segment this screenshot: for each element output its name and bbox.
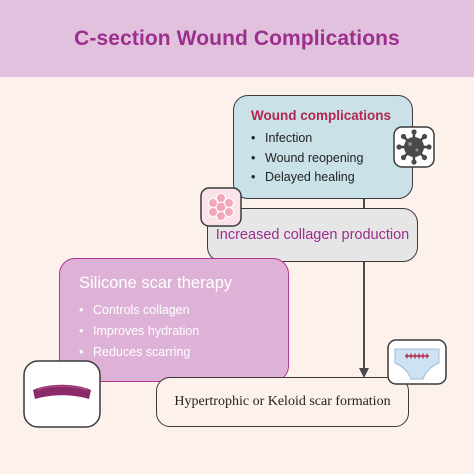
collagen-label: Increased collagen production [215,227,410,243]
list-item: Infection [251,129,412,149]
wound-complications-list: Infection Wound reopening Delayed healin… [251,129,412,188]
silicone-therapy-list: Controls collagen Improves hydration Red… [79,300,288,363]
silicone-therapy-title: Silicone scar therapy [79,274,233,292]
cell-cluster-icon [200,187,242,227]
list-item: Improves hydration [79,321,288,342]
list-item: Delayed healing [251,168,412,188]
title-banner: C-section Wound Complications [0,0,474,77]
virus-icon [393,126,435,168]
page-title: C-section Wound Complications [74,26,400,50]
wound-complications-title: Wound complications [251,108,392,123]
list-item: Controls collagen [79,300,288,321]
scar-underwear-icon [387,339,447,385]
list-item: Wound reopening [251,149,412,169]
scar-formation-box: Hypertrophic or Keloid scar formation [156,377,409,427]
collagen-box: Increased collagen production [207,208,418,262]
scar-formation-label: Hypertrophic or Keloid scar formation [174,394,391,409]
silicone-strip-icon [23,360,101,428]
list-item: Reduces scarring [79,342,288,363]
wound-complications-box: Wound complications Infection Wound reop… [233,95,413,199]
silicone-therapy-box: Silicone scar therapy Controls collagen … [59,258,289,382]
